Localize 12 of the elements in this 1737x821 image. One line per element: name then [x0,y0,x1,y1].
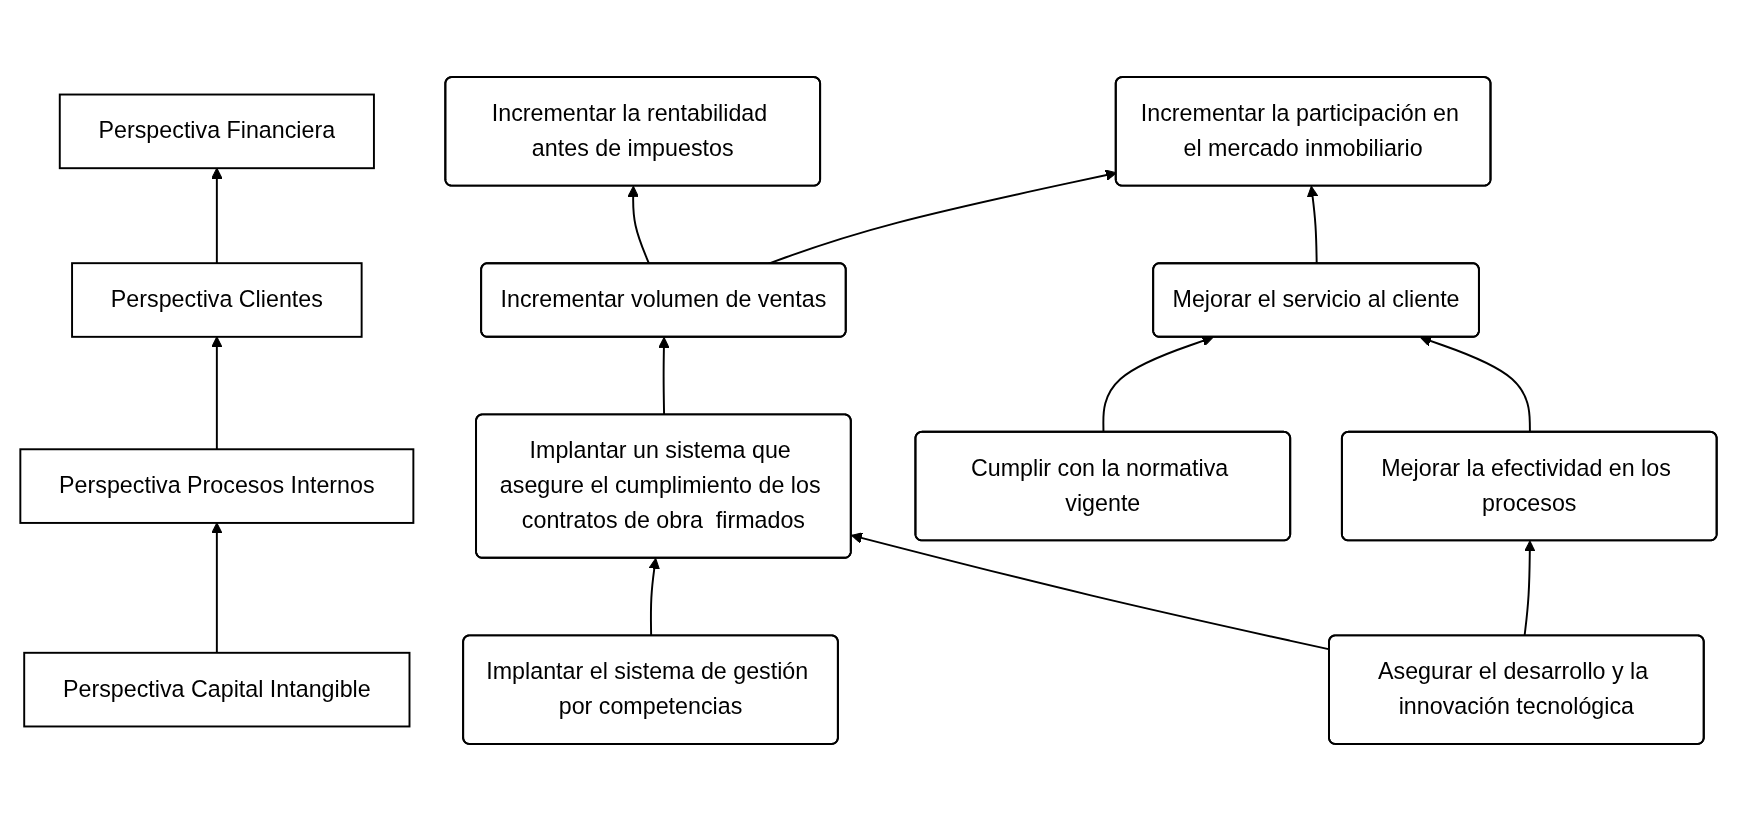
arrow [1523,540,1536,637]
arrow [1306,185,1319,265]
arrow [658,336,670,416]
node-box: Perspectiva Clientes [71,262,363,338]
node-box: Perspectiva Procesos Internos [19,448,415,524]
node-box: Perspectiva Capital Intangible [23,651,411,728]
arrow [648,557,660,637]
arrow [211,167,223,265]
arrow [627,185,651,265]
arrow [211,522,223,654]
arrow [211,336,223,451]
node-box: Perspectiva Financiera [58,93,375,170]
